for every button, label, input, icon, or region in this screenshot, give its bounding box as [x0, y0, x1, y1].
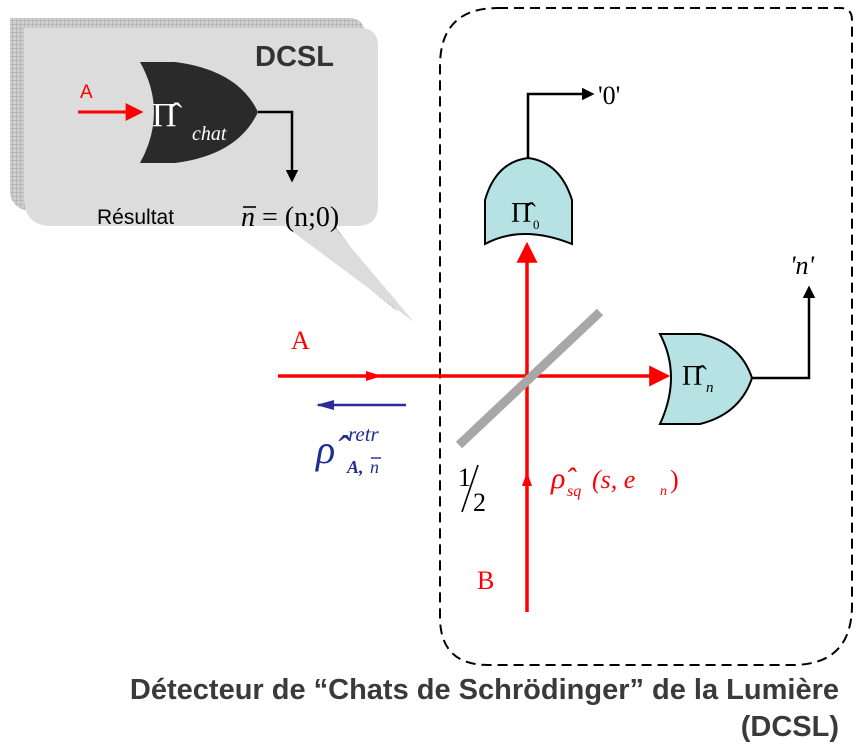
callout-result-value: = (n;0) — [262, 202, 339, 233]
output-n-wire — [752, 285, 816, 380]
callout-result-label: Résultat — [97, 206, 174, 229]
beam-b-arrowhead — [522, 472, 532, 486]
rho-sq-args: (s, e — [592, 465, 635, 494]
callout-result-nbar: n — [241, 202, 255, 233]
detector-pin — [658, 333, 754, 425]
rho-sq-args-sub: n — [660, 484, 667, 499]
callout-input-label: A — [80, 82, 93, 103]
rho-retr-sub: A, — [346, 457, 364, 477]
callout-chat-detector — [140, 62, 258, 163]
splitter-ratio-den: 2 — [473, 488, 486, 517]
splitter-ratio-num: 1 — [458, 463, 471, 492]
port-a-label: A — [291, 326, 310, 355]
splitter-ratio-slash — [461, 464, 479, 513]
figure-caption: Détecteur de “Chats de Schrödinger” de l… — [0, 672, 839, 746]
output-n-label: 'n' — [790, 251, 815, 280]
rho-sq-close: ) — [670, 465, 679, 494]
caption-line-2: (DCSL) — [740, 711, 839, 743]
detector-pi0-sub: 0 — [533, 217, 540, 232]
output-zero-label: '0' — [598, 81, 620, 110]
port-b-label: B — [477, 566, 494, 595]
callout-title: DCSL — [255, 41, 334, 73]
callout-chat-sub: chat — [192, 123, 227, 145]
dashed-enclosure — [439, 7, 853, 666]
rho-sq-sub: sq — [567, 483, 581, 500]
caption-line-1: Détecteur de “Chats de Schrödinger” de l… — [129, 674, 839, 706]
detector-pi0 — [484, 156, 573, 246]
beam-a-arrowhead — [366, 371, 382, 381]
beam-splitter — [455, 308, 604, 449]
rho-retr-sup: retr — [348, 422, 380, 446]
output-zero-wire — [526, 87, 595, 158]
rho-retr-symbol: ρ̂ — [314, 427, 350, 472]
detector-pin-sub: n — [706, 380, 714, 396]
rho-retr-sub-bar-letter: n — [370, 457, 379, 477]
callout-output-wire — [258, 110, 299, 183]
retro-beam-arrowhead — [316, 400, 334, 410]
callout-bubble — [24, 28, 414, 322]
